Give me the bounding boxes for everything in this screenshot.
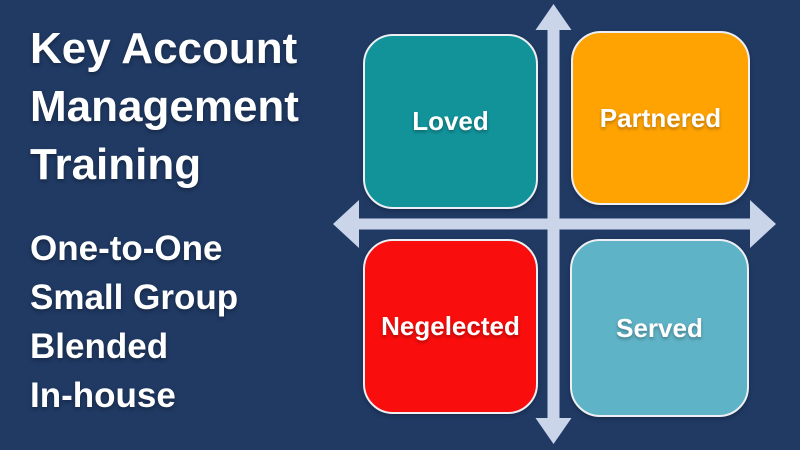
slide-subtitle: One-to-One Small Group Blended In-house: [30, 229, 239, 415]
quadrant-partnered: Partnered: [571, 31, 750, 205]
quadrant-negelected: Negelected: [363, 239, 538, 414]
quadrant-partnered-label: Partnered: [599, 102, 722, 133]
slide-title: Key Account Management Training: [30, 24, 299, 189]
quadrant-loved-label: Loved: [412, 106, 489, 136]
quadrant-loved: Loved: [363, 34, 538, 209]
quadrant-negelected-label: Negelected: [381, 311, 520, 341]
quadrant-served-label: Served: [616, 312, 703, 343]
horizontal-axis-arrow-icon: [333, 200, 776, 248]
quadrant-served: Served: [570, 239, 749, 417]
